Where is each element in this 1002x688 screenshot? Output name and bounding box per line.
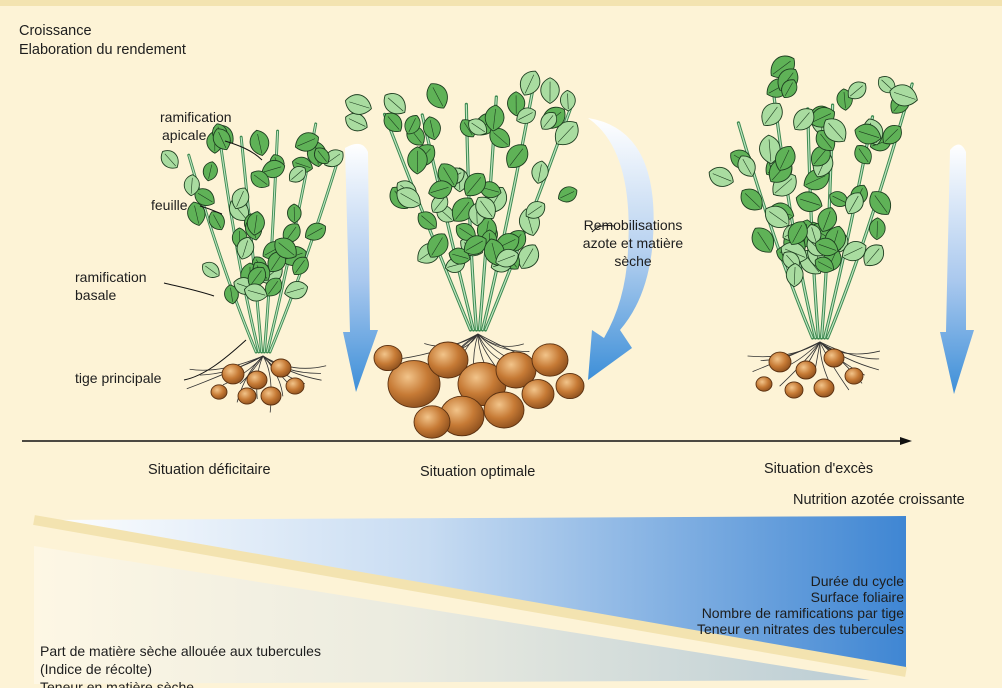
- excess-arrow: [940, 144, 974, 394]
- tuber-icon: [785, 382, 803, 398]
- header-line-2: Elaboration du rendement: [19, 41, 186, 60]
- tuber-icon: [522, 380, 554, 409]
- tuber-icon: [532, 344, 568, 376]
- axis-label: Nutrition azotée croissante: [793, 492, 965, 508]
- tuber-icon: [247, 371, 267, 389]
- decreasing-item: Teneur en matière sèche: [40, 678, 321, 688]
- tuber-icon: [756, 377, 772, 391]
- situation-deficit: Situation déficitaire: [148, 462, 271, 478]
- header-text: Croissance Elaboration du rendement: [19, 22, 186, 60]
- basal-leader: [164, 283, 214, 296]
- plant-excess: [706, 50, 921, 398]
- tuber-icon: [484, 392, 524, 428]
- tuber-icon: [824, 349, 844, 367]
- label-basal-2: basale: [75, 286, 147, 304]
- deficit-arrow: [343, 144, 378, 392]
- remob-line-2: azote et matière: [578, 234, 688, 252]
- label-apical-2: apicale: [160, 126, 232, 144]
- header-line-1: Croissance: [19, 22, 186, 41]
- situation-optimal: Situation optimale: [420, 464, 535, 480]
- remobilisation-label: Remobilisations azote et matière sèche: [578, 216, 688, 270]
- label-basal: ramification basale: [75, 268, 147, 304]
- decreasing-item: Part de matière sèche allouée aux tuberc…: [40, 642, 321, 660]
- tuber-icon: [414, 406, 450, 438]
- tuber-icon: [845, 368, 863, 384]
- decreasing-list: Part de matière sèche allouée aux tuberc…: [40, 642, 321, 688]
- tuber-icon: [261, 387, 281, 405]
- root-line: [478, 334, 524, 346]
- tuber-icon: [286, 378, 304, 394]
- increasing-item: Teneur en nitrates des tubercules: [697, 621, 904, 637]
- increasing-item: Durée du cycle: [697, 573, 904, 589]
- x-axis-arrowhead: [900, 437, 912, 445]
- plant-optimal: [342, 67, 584, 438]
- tuber-icon: [374, 345, 402, 370]
- tuber-icon: [556, 373, 584, 398]
- decreasing-item: (Indice de récolte): [40, 660, 321, 678]
- remob-line-3: sèche: [578, 252, 688, 270]
- tuber-icon: [796, 361, 816, 379]
- plant-deficit: [157, 121, 347, 413]
- tuber-icon: [769, 352, 791, 372]
- remob-line-1: Remobilisations: [578, 216, 688, 234]
- increasing-list: Durée du cycle Surface foliaire Nombre d…: [697, 573, 904, 637]
- situation-excess: Situation d'excès: [764, 461, 873, 477]
- increasing-item: Surface foliaire: [697, 589, 904, 605]
- tuber-icon: [271, 359, 291, 377]
- label-stem: tige principale: [75, 369, 161, 387]
- label-basal-1: ramification: [75, 268, 147, 286]
- label-apical: ramification apicale: [160, 108, 232, 144]
- label-leaf: feuille: [151, 196, 188, 214]
- root-line: [478, 334, 529, 351]
- tuber-icon: [222, 364, 244, 384]
- increasing-item: Nombre de ramifications par tige: [697, 605, 904, 621]
- label-apical-1: ramification: [160, 108, 232, 126]
- tuber-icon: [238, 388, 256, 404]
- tuber-icon: [211, 385, 227, 399]
- tuber-icon: [814, 379, 834, 397]
